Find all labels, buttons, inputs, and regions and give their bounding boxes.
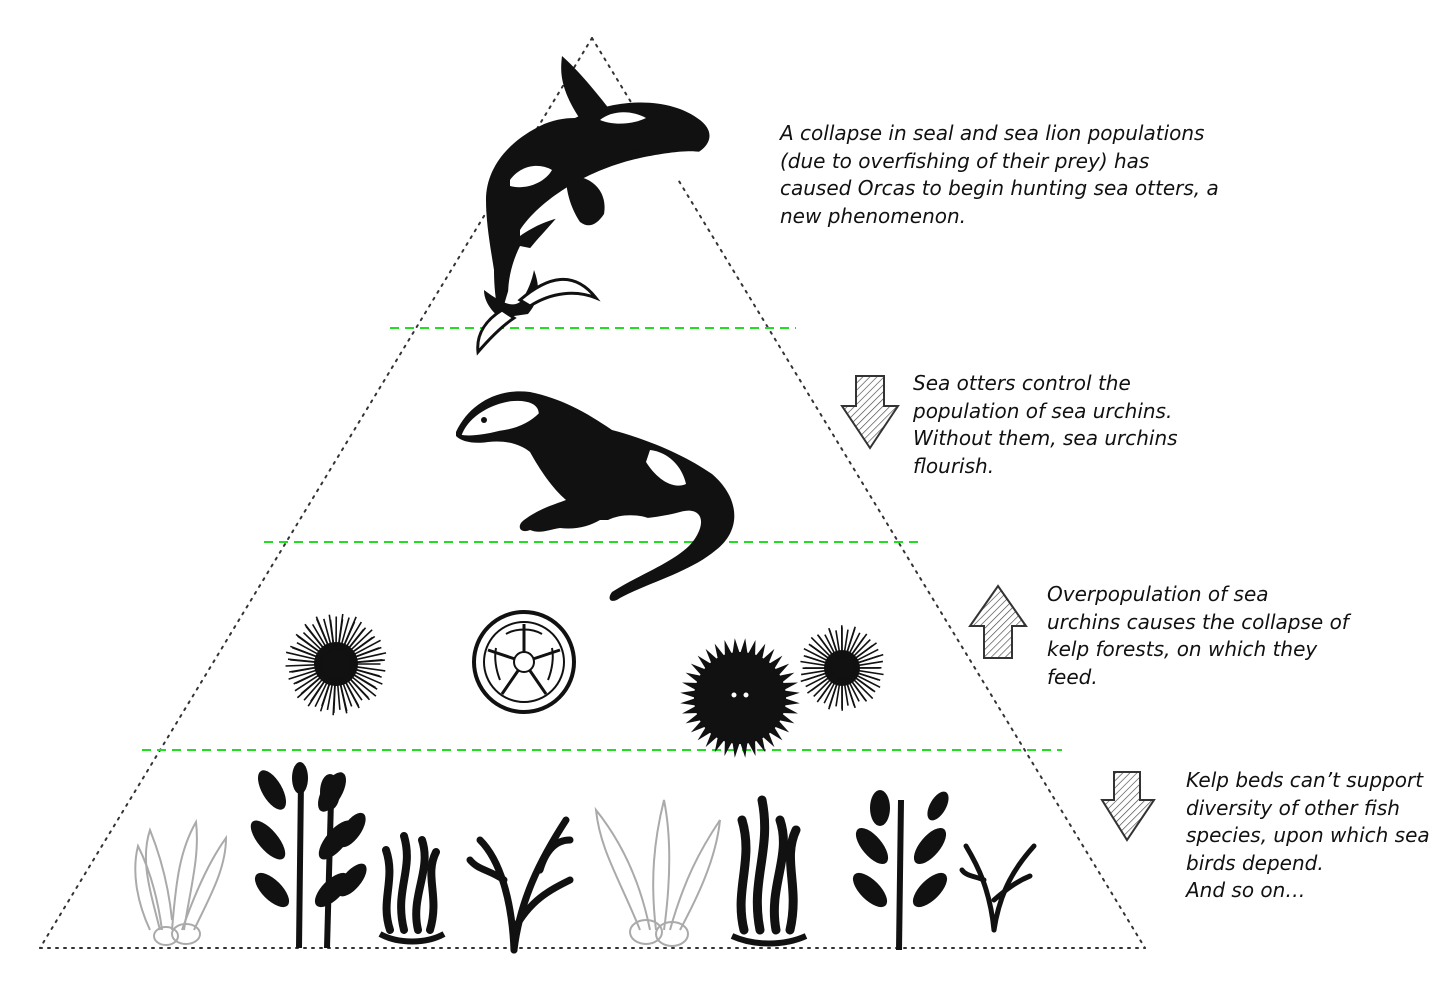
wavy-kelp-2	[741, 800, 796, 930]
sea-urchin-icon	[286, 612, 884, 758]
arrow-down-kelp	[1102, 772, 1154, 840]
faded-kelp-left	[135, 822, 226, 945]
leafy-kelp-3	[847, 788, 953, 950]
round-urchin	[474, 612, 574, 712]
leafy-kelp-2	[320, 774, 372, 948]
arrow-up-urchin	[970, 586, 1026, 658]
kelp-icon	[135, 762, 1034, 950]
wavy-kelp-1-base	[380, 934, 444, 942]
spiky-urchin-right	[800, 625, 883, 710]
wavy-kelp-2-base	[732, 936, 806, 944]
leafy-kelp-1	[245, 762, 359, 948]
faded-kelp-center	[596, 800, 720, 946]
otter-annotation: Sea otters control the population of sea…	[913, 370, 1213, 480]
orca-icon	[478, 56, 710, 352]
kelp-annotation: Kelp beds can’t support diversity of oth…	[1186, 767, 1436, 905]
cartoon-urchin	[680, 638, 800, 758]
branching-kelp-2	[962, 846, 1034, 930]
wavy-kelp-1	[386, 836, 436, 930]
sea-otter-icon	[456, 391, 734, 601]
urchin-annotation: Overpopulation of sea urchins causes the…	[1047, 581, 1367, 691]
arrow-down-otter	[842, 376, 898, 448]
orca-annotation: A collapse in seal and sea lion populati…	[780, 120, 1220, 230]
spiky-urchin-left	[286, 614, 386, 715]
branching-kelp-1	[470, 820, 570, 950]
